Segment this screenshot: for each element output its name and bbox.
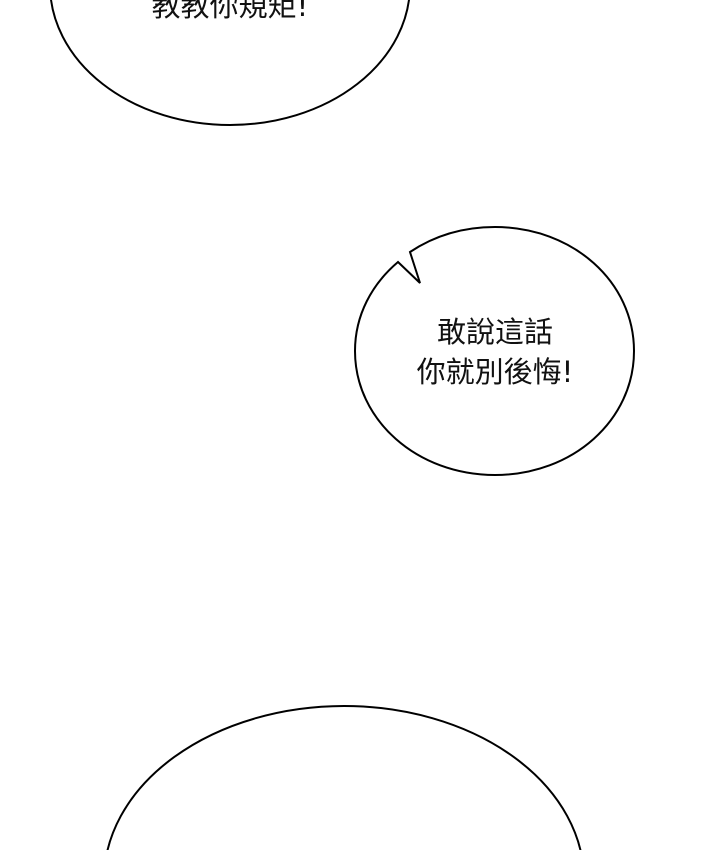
speech-bubble-3 xyxy=(106,705,582,850)
bubble-2-text: 敢說這話 你就別後悔! xyxy=(416,315,574,389)
bubble-1-text: 教教你規矩! xyxy=(151,0,309,23)
speech-bubble-2 xyxy=(353,225,636,477)
speech-bubble-1 xyxy=(50,0,410,126)
